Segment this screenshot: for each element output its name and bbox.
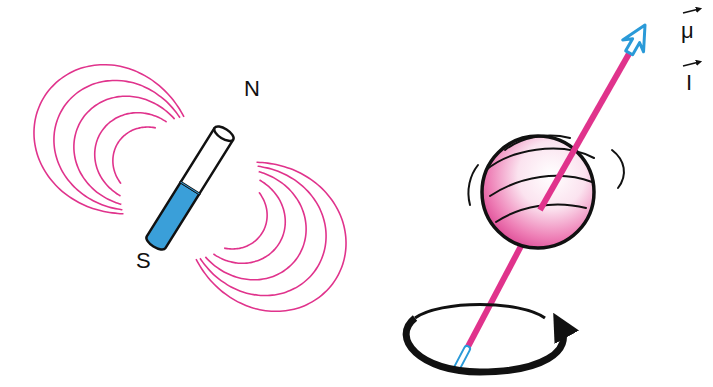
spinning-nucleus: [406, 19, 655, 372]
field-line: [196, 159, 350, 320]
vector-arrow: [683, 9, 699, 13]
field-line: [30, 56, 184, 217]
bar-magnet: [144, 124, 236, 253]
field-lines: [6, 36, 373, 339]
field-line: [6, 36, 191, 226]
vector-arrow: [683, 62, 699, 66]
pole-label: S: [136, 250, 151, 272]
field-line: [101, 115, 156, 184]
field-line: [78, 95, 167, 196]
field-line: [213, 180, 302, 281]
field-line: [188, 150, 373, 340]
field-line: [224, 192, 279, 261]
pole-label: N: [244, 78, 260, 100]
vector-symbol: I: [686, 72, 692, 94]
vector-symbol: μ: [681, 20, 694, 42]
